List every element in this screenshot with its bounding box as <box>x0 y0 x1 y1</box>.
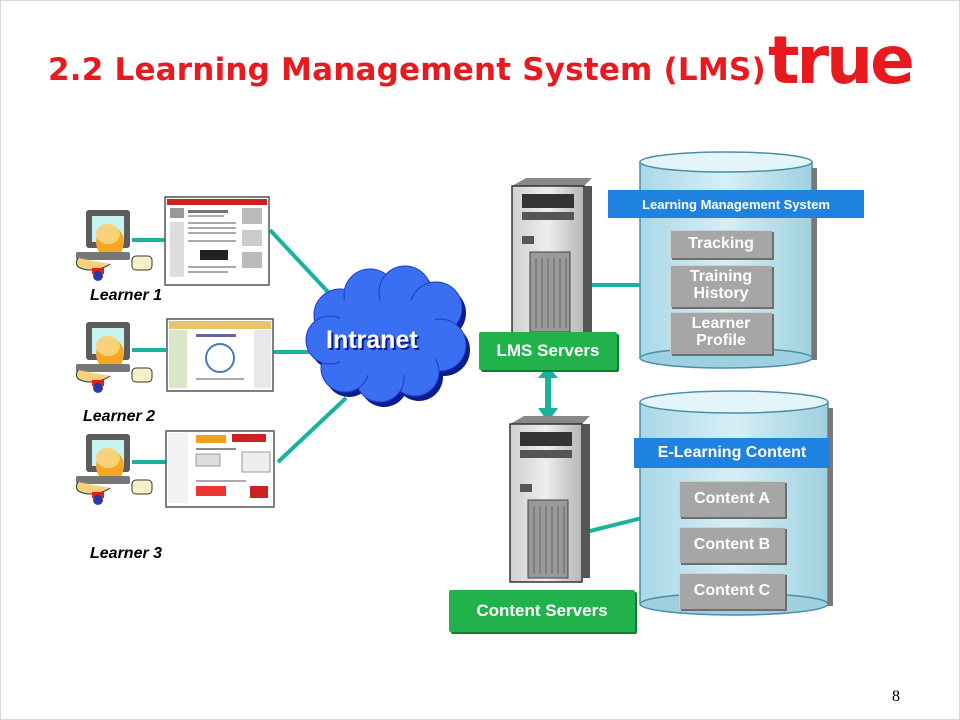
connector-lines <box>132 228 643 534</box>
content-server-icon <box>509 416 590 583</box>
webpage-screenshot-1 <box>164 196 270 286</box>
intranet-label: Intranet <box>326 326 418 354</box>
lms-servers-label: LMS Servers <box>479 332 617 370</box>
webpage-screenshot-2 <box>166 318 274 392</box>
content-b-item: Content B <box>679 527 785 563</box>
lms-server-icon <box>511 178 592 337</box>
learner-label-1: Learner 1 <box>90 287 163 304</box>
webpage-screenshot-3 <box>165 430 275 508</box>
content-c-item: Content C <box>679 573 785 609</box>
intranet-cloud-icon <box>305 265 470 407</box>
learner-profile-item: Learner Profile <box>670 312 772 354</box>
page-number: 8 <box>892 688 900 705</box>
learner-computer-icon-3 <box>75 434 153 505</box>
server-link-arrow <box>538 366 558 422</box>
learner-label-3: Learner 3 <box>90 545 163 562</box>
tracking-item: Tracking <box>670 230 772 258</box>
true-logo: true <box>768 22 915 99</box>
content-servers-label: Content Servers <box>449 590 635 632</box>
content-a-item: Content A <box>679 481 785 517</box>
lms-db-header: Learning Management System <box>608 190 864 218</box>
slide-title: 2.2 Learning Management System (LMS) <box>48 52 766 88</box>
content-db-header: E-Learning Content <box>634 438 830 468</box>
learner-label-2: Learner 2 <box>83 408 156 425</box>
learner-computer-icon-1 <box>75 210 153 281</box>
learner-computer-icon-2 <box>75 322 153 393</box>
training-history-item: Training History <box>670 265 772 307</box>
